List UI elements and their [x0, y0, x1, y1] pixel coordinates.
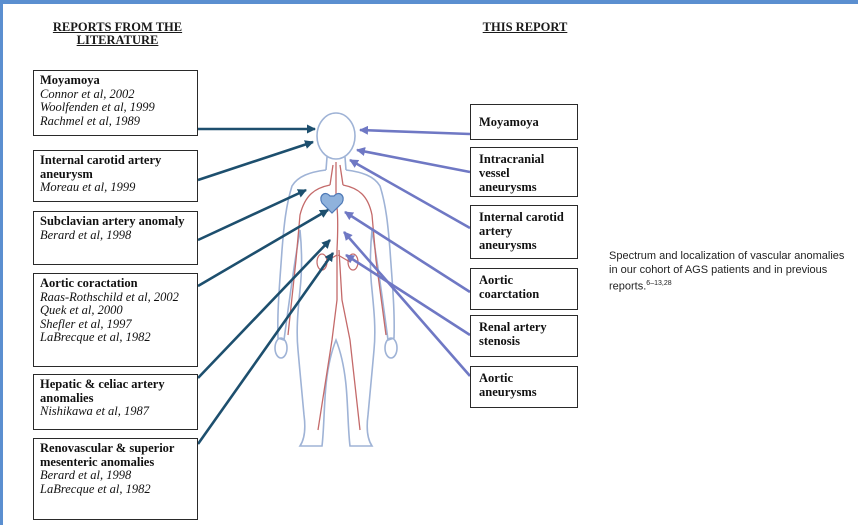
body-head [317, 113, 355, 159]
figure-caption: Spectrum and localization of vascular an… [609, 250, 854, 294]
box-title: Moyamoya [40, 74, 191, 88]
arrow-renal-report [346, 255, 470, 335]
citation: LaBrecque et al, 1982 [40, 331, 191, 345]
body-right-hand [385, 338, 397, 358]
literature-box-renovascular: Renovascular & superior mesenteric anoma… [33, 438, 198, 520]
vessel-aorta-right [339, 250, 360, 430]
literature-box-moyamoya: Moyamoya Connor et al, 2002 Woolfenden e… [33, 70, 198, 136]
literature-box-subclavian: Subclavian artery anomaly Berard et al, … [33, 211, 198, 265]
box-title: Renovascular & superior mesenteric anoma… [40, 442, 191, 469]
citation: Shefler et al, 1997 [40, 318, 191, 332]
box-title: Hepatic & celiac artery anomalies [40, 378, 191, 405]
report-box-renal: Renal artery stenosis [470, 315, 578, 357]
arrow-intracranial-report [357, 150, 470, 172]
box-title: Internal carotid artery aneurysm [40, 154, 191, 181]
caption-refs: 6–13,28 [646, 280, 671, 287]
arrow-ica-literature [198, 142, 313, 180]
box-title: Subclavian artery anomaly [40, 215, 191, 229]
report-box-moyamoya: Moyamoya [470, 104, 578, 140]
citation: Raas-Rothschild et al, 2002 [40, 291, 191, 305]
citation: Woolfenden et al, 1999 [40, 101, 191, 115]
report-box-intracranial: Intracranial vessel aneurysms [470, 147, 578, 197]
literature-box-coarctation: Aortic coractation Raas-Rothschild et al… [33, 273, 198, 367]
arrow-coarctation-report [345, 212, 470, 292]
report-box-ica-aneurysms: Internal carotid artery aneurysms [470, 205, 578, 259]
literature-box-ica-aneurysm: Internal carotid artery aneurysm Moreau … [33, 150, 198, 202]
arrow-moyamoya-report [360, 130, 470, 134]
citation: Quek et al, 2000 [40, 304, 191, 318]
box-title: Aortic coractation [40, 277, 191, 291]
arrow-renovascular-literature [198, 253, 333, 444]
arrow-aneurysms-report [344, 232, 470, 376]
caption-text: Spectrum and localization of vascular an… [609, 250, 844, 293]
citation: Nishikawa et al, 1987 [40, 405, 191, 419]
arrow-hepatic-literature [198, 240, 330, 378]
left-arrows [198, 129, 333, 444]
arrow-coarctation-literature [198, 210, 328, 286]
citation: Berard et al, 1998 [40, 229, 191, 243]
citation: Moreau et al, 1999 [40, 181, 191, 195]
right-arrows [344, 130, 470, 376]
arrow-ica-report [350, 160, 470, 228]
report-box-coarctation: Aortic coarctation [470, 268, 578, 310]
citation: Berard et al, 1998 [40, 469, 191, 483]
citation: LaBrecque et al, 1982 [40, 483, 191, 497]
literature-box-hepatic: Hepatic & celiac artery anomalies Nishik… [33, 374, 198, 430]
heart [321, 194, 343, 213]
citation: Rachmel et al, 1989 [40, 115, 191, 129]
report-box-aortic-aneurysms: Aortic aneurysms [470, 366, 578, 408]
body-left-hand [275, 338, 287, 358]
citation: Connor et al, 2002 [40, 88, 191, 102]
